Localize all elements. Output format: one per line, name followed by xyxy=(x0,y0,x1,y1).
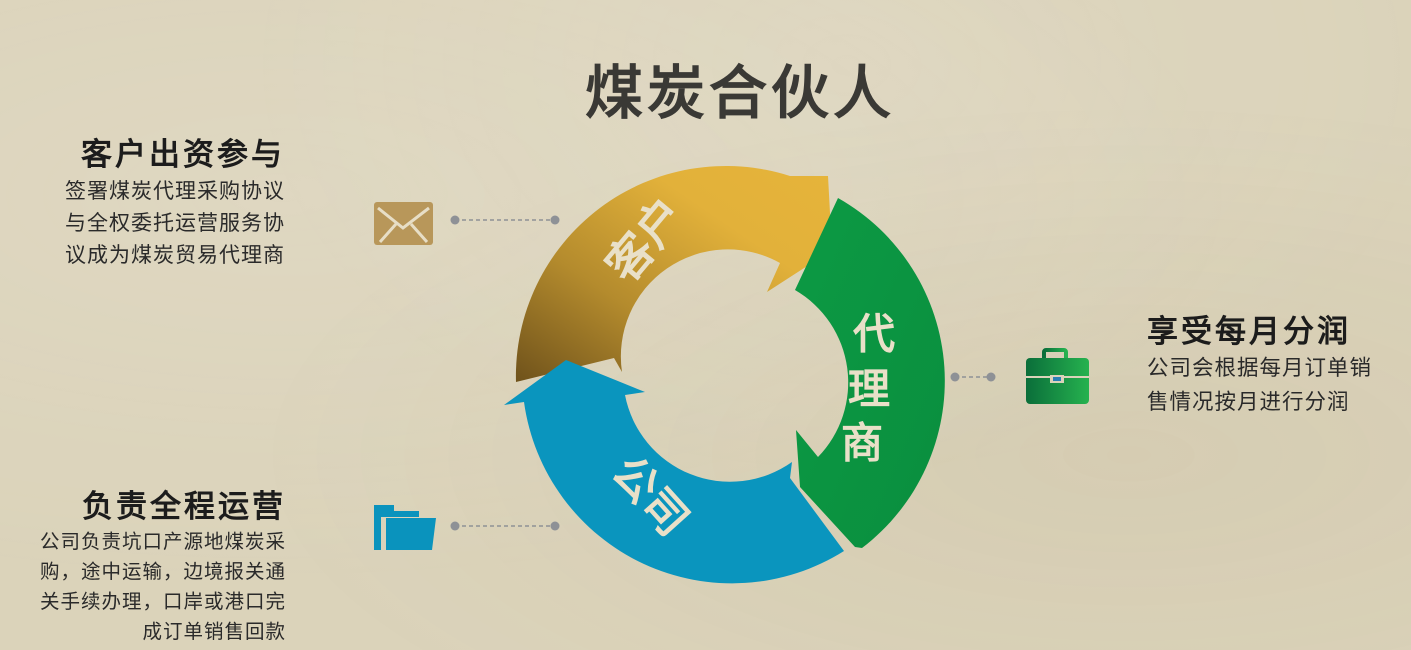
briefcase-icon xyxy=(1026,348,1089,404)
agent-label: 代 理 商 xyxy=(841,310,895,468)
agent-line-1: 公司会根据每月订单销 xyxy=(1147,356,1373,381)
company-line-4: 成订单销售回款 xyxy=(142,620,286,643)
svg-text:商: 商 xyxy=(841,419,883,468)
connector-customer xyxy=(450,215,560,225)
company-info-block: 负责全程运营 公司负责坑口产源地煤炭采 购，途中运输，边境报关通 关手续办理，口… xyxy=(20,487,286,647)
envelope-icon xyxy=(374,202,433,245)
agent-info-block: 享受每月分润 公司会根据每月订单销 售情况按月进行分润 xyxy=(1147,312,1411,420)
customer-info-block: 客户出资参与 签署煤炭代理采购协议 与全权委托运营服务协 议成为煤炭贸易代理商 xyxy=(20,135,285,271)
customer-line-2: 与全权委托运营服务协 xyxy=(65,211,285,235)
customer-heading: 客户出资参与 xyxy=(81,137,285,173)
company-line-3: 关手续办理，口岸或港口完 xyxy=(39,590,286,613)
company-line-2: 购，途中运输，边境报关通 xyxy=(39,560,286,583)
folder-icon xyxy=(374,505,436,550)
company-arc xyxy=(504,360,844,584)
company-line-1: 公司负责坑口产源地煤炭采 xyxy=(39,530,286,553)
page-title: 煤炭合伙人 xyxy=(584,59,895,127)
agent-line-2: 售情况按月进行分润 xyxy=(1147,390,1350,415)
customer-line-1: 签署煤炭代理采购协议 xyxy=(65,179,285,203)
svg-text:理: 理 xyxy=(848,365,890,414)
company-heading: 负责全程运营 xyxy=(82,489,286,525)
connector-agent xyxy=(950,372,996,382)
connector-company xyxy=(450,521,560,531)
svg-text:代: 代 xyxy=(852,310,895,359)
customer-arc xyxy=(515,165,832,382)
agent-arc xyxy=(795,198,945,548)
agent-heading: 享受每月分润 xyxy=(1147,314,1351,350)
customer-line-3: 议成为煤炭贸易代理商 xyxy=(65,243,285,267)
